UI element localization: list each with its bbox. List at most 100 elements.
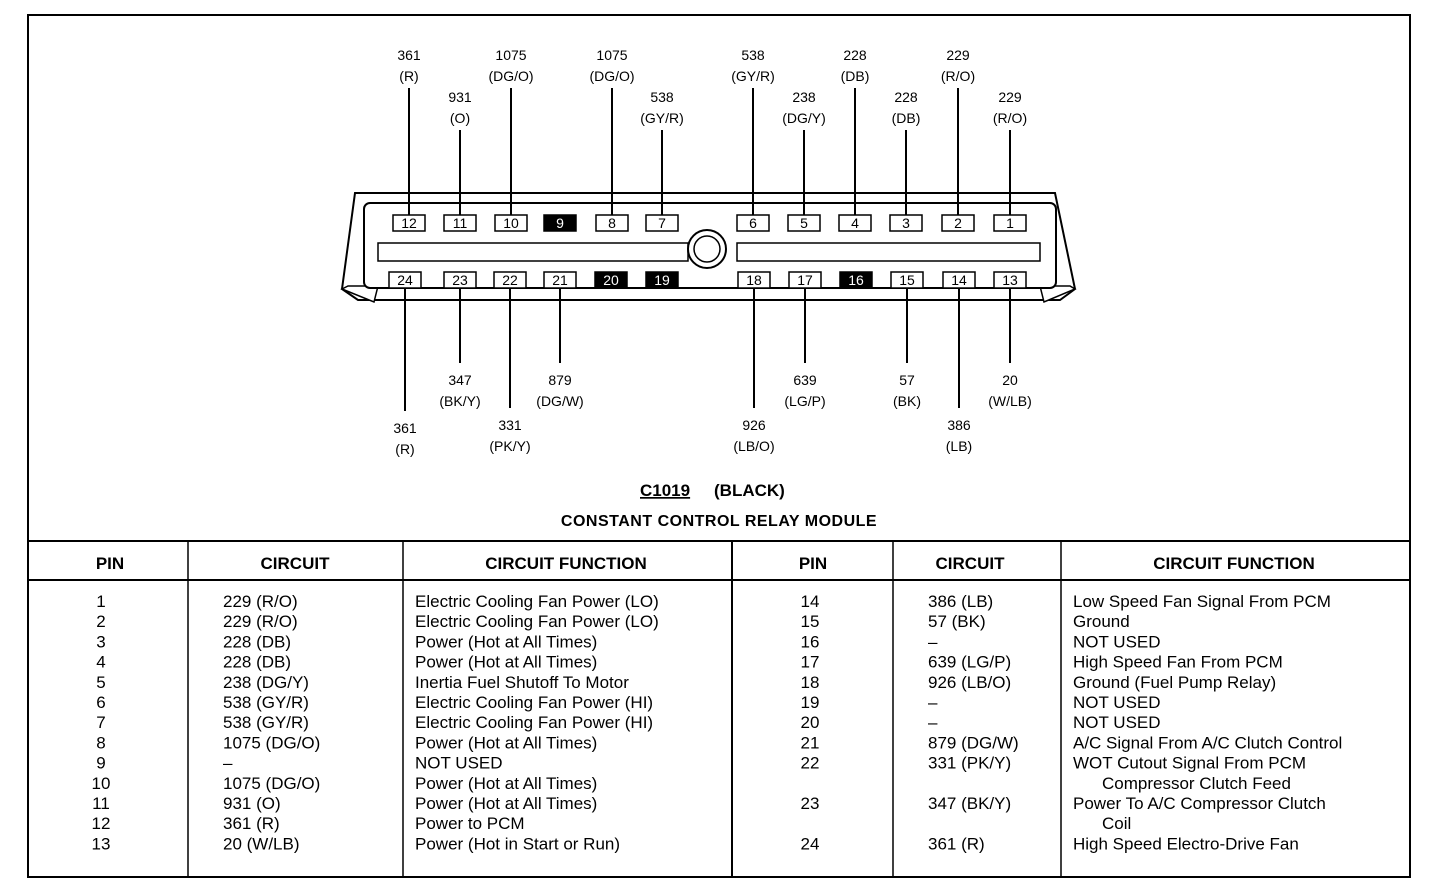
- table-pin: 5: [96, 673, 105, 692]
- table-circuit: 1075 (DG/O): [223, 774, 320, 793]
- table-pin: 2: [96, 612, 105, 631]
- pin-number: 6: [749, 215, 757, 231]
- pin-cavity: [993, 214, 1027, 232]
- connector-id: C1019: [640, 481, 690, 500]
- pin-number: 17: [797, 272, 813, 288]
- pin-number: 1: [1006, 215, 1014, 231]
- table-function: NOT USED: [1073, 632, 1161, 651]
- table-circuit: 229 (R/O): [223, 592, 298, 611]
- table-function: Electric Cooling Fan Power (LO): [415, 592, 659, 611]
- table-pin: 8: [96, 733, 105, 752]
- table-function: Ground: [1073, 612, 1130, 631]
- header-pin-right: PIN: [799, 554, 827, 573]
- wire-color-code: (PK/Y): [489, 438, 530, 454]
- table-pin: 11: [92, 794, 110, 813]
- pin-cavity: [494, 214, 528, 232]
- table-pin: 13: [92, 834, 111, 853]
- table-function: WOT Cutout Signal From PCM: [1073, 754, 1306, 773]
- pin-cavity: [594, 271, 628, 289]
- wire-circuit-number: 229: [998, 89, 1022, 105]
- pin-cavity: [787, 214, 821, 232]
- pin-number: 4: [851, 215, 859, 231]
- wire-color-code: (R/O): [941, 68, 975, 84]
- table-circuit: 361 (R): [223, 814, 280, 833]
- pin-cavity: [543, 271, 577, 289]
- table-pin: 16: [801, 632, 820, 651]
- table-circuit: –: [223, 754, 233, 773]
- pin-number: 20: [603, 272, 619, 288]
- pin-number: 7: [658, 215, 666, 231]
- wire-circuit-number: 1075: [495, 47, 526, 63]
- table-circuit: 538 (GY/R): [223, 693, 309, 712]
- wire-circuit-number: 228: [894, 89, 918, 105]
- wire-circuit-number: 386: [947, 417, 971, 433]
- table-circuit: 879 (DG/W): [928, 733, 1019, 752]
- pin-cavity: [736, 214, 770, 232]
- header-circuit-right: CIRCUIT: [936, 554, 1006, 573]
- table-pin: 23: [801, 794, 820, 813]
- table-function: Electric Cooling Fan Power (HI): [415, 693, 653, 712]
- pin-number: 3: [902, 215, 910, 231]
- table-function: Power (Hot at All Times): [415, 632, 597, 651]
- table-pin: 21: [801, 733, 820, 752]
- table-pin: 19: [801, 693, 820, 712]
- pin-number: 18: [746, 272, 762, 288]
- table-pin: 10: [92, 774, 111, 793]
- table-circuit: 639 (LG/P): [928, 653, 1011, 672]
- wire-color-code: (LB): [946, 438, 972, 454]
- pin-number: 13: [1002, 272, 1018, 288]
- pin-cavity: [443, 214, 477, 232]
- wire-circuit-number: 538: [741, 47, 765, 63]
- table-function: Power (Hot at All Times): [415, 733, 597, 752]
- table-function: Low Speed Fan Signal From PCM: [1073, 592, 1331, 611]
- wire-color-code: (LB/O): [733, 438, 774, 454]
- wire-circuit-number: 238: [792, 89, 816, 105]
- table-function-continued: Coil: [1102, 814, 1131, 833]
- pin-cavity: [737, 271, 771, 289]
- table-function: Power to PCM: [415, 814, 525, 833]
- header-function-left: CIRCUIT FUNCTION: [485, 554, 646, 573]
- wire-circuit-number: 229: [946, 47, 970, 63]
- table-function: NOT USED: [1073, 713, 1161, 732]
- table-function: Electric Cooling Fan Power (LO): [415, 612, 659, 631]
- pin-cavity: [388, 271, 422, 289]
- table-circuit: 538 (GY/R): [223, 713, 309, 732]
- pin-cavity: [838, 214, 872, 232]
- pin-number: 16: [848, 272, 864, 288]
- table-pin: 18: [801, 673, 820, 692]
- wire-circuit-number: 639: [793, 372, 817, 388]
- pin-number: 24: [397, 272, 413, 288]
- pin-cavity: [493, 271, 527, 289]
- wire-circuit-number: 361: [397, 47, 421, 63]
- bottom-pin-row: 361(R)24347(BK/Y)23331(PK/Y)22879(DG/W)2…: [388, 271, 1032, 457]
- wire-circuit-number: 361: [393, 420, 417, 436]
- table-function: Inertia Fuel Shutoff To Motor: [415, 673, 629, 692]
- wire-color-code: (W/LB): [988, 393, 1032, 409]
- wire-circuit-number: 57: [899, 372, 915, 388]
- pin-cavity: [543, 214, 577, 232]
- wire-color-code: (R): [399, 68, 418, 84]
- table-pin: 15: [801, 612, 820, 631]
- pin-cavity: [942, 271, 976, 289]
- table-function: Power To A/C Compressor Clutch: [1073, 794, 1326, 813]
- table-circuit: 361 (R): [928, 834, 985, 853]
- wire-color-code: (BK/Y): [439, 393, 480, 409]
- wire-color-code: (R): [395, 441, 414, 457]
- pin-cavity: [890, 271, 924, 289]
- connector-name: CONSTANT CONTROL RELAY MODULE: [561, 513, 877, 530]
- table-pin: 4: [96, 653, 105, 672]
- table-function: High Speed Fan From PCM: [1073, 653, 1283, 672]
- table-function: Ground (Fuel Pump Relay): [1073, 673, 1276, 692]
- wire-color-code: (DG/W): [536, 393, 583, 409]
- table-function: Power (Hot at All Times): [415, 794, 597, 813]
- pin-cavity: [839, 271, 873, 289]
- table-circuit: 1075 (DG/O): [223, 733, 320, 752]
- wire-circuit-number: 931: [448, 89, 472, 105]
- table-circuit: –: [928, 713, 938, 732]
- header-circuit-left: CIRCUIT: [261, 554, 331, 573]
- table-circuit: 20 (W/LB): [223, 834, 300, 853]
- pin-number: 8: [608, 215, 616, 231]
